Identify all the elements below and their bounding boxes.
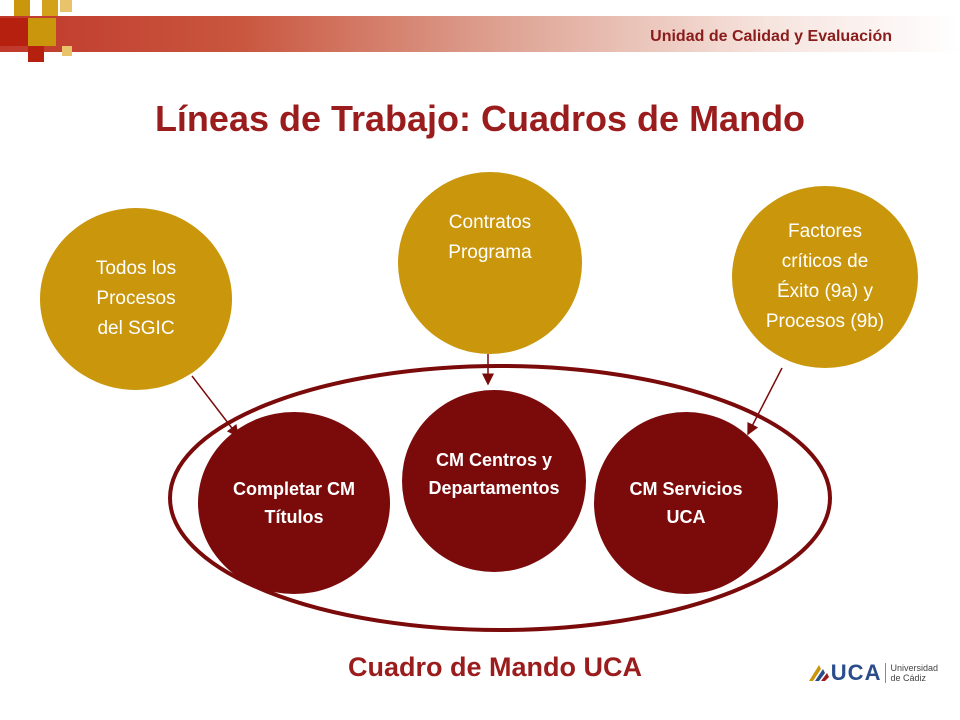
circle-text-line: Completar CM <box>232 479 355 499</box>
cuadro-de-mando-ellipse <box>168 364 832 632</box>
circle-text-line: CM Centros y <box>435 450 552 470</box>
decorative-square <box>60 0 72 12</box>
decorative-square <box>28 18 56 46</box>
uca-logo-subtitle-line: Universidad <box>890 663 938 673</box>
circle-text-line: UCA <box>666 507 706 527</box>
decorative-square <box>0 18 28 46</box>
footer-label: Cuadro de Mando UCA <box>348 652 642 682</box>
component-circle-servicios: CM Servicios UCA <box>594 412 778 594</box>
uca-logo: UCA Universidad de Cádiz <box>807 660 938 686</box>
uca-logo-subtitle-line: de Cádiz <box>890 673 926 683</box>
decorative-square <box>14 0 30 16</box>
decorative-square <box>42 0 58 16</box>
circle-text-line: Procesos (9b) <box>765 311 885 332</box>
input-circle-factores: Factores críticos de Éxito (9a) y Proces… <box>732 186 918 368</box>
input-circle-contratos: Contratos Programa <box>398 172 582 354</box>
circle-text-line: del SGIC <box>97 318 175 339</box>
uca-logo-mark: UCA <box>830 660 882 685</box>
component-circle-titulos: Completar CM Títulos <box>198 412 390 594</box>
header-gradient-band <box>0 16 960 52</box>
circle-text-line: Todos los <box>95 258 177 279</box>
connector-arrow-procesos <box>191 375 239 438</box>
circle-text-line: Éxito (9a) y <box>776 281 874 302</box>
circle-text-line: Programa <box>448 242 532 263</box>
uca-logo-icon <box>808 665 829 681</box>
circle-text-line: Departamentos <box>428 478 560 498</box>
header-unit-label: Unidad de Calidad y Evaluación <box>650 28 892 45</box>
circle-text-line: Contratos <box>448 212 532 233</box>
page-title: Líneas de Trabajo: Cuadros de Mando <box>154 98 806 139</box>
component-circle-centros: CM Centros y Departamentos <box>402 390 586 572</box>
circle-text-line: Factores <box>788 221 862 242</box>
uca-logo-subtitle: Universidad de Cádiz <box>885 663 938 683</box>
connector-arrow-factores <box>747 367 783 436</box>
circle-text-line: Títulos <box>264 507 324 527</box>
circle-text-line: CM Servicios <box>629 479 743 499</box>
decorative-square <box>62 46 72 56</box>
decorative-square <box>28 46 44 62</box>
circle-text-line: Procesos <box>96 288 176 309</box>
circle-text-line: críticos de <box>781 251 869 272</box>
input-circle-procesos: Todos los Procesos del SGIC <box>40 208 232 390</box>
